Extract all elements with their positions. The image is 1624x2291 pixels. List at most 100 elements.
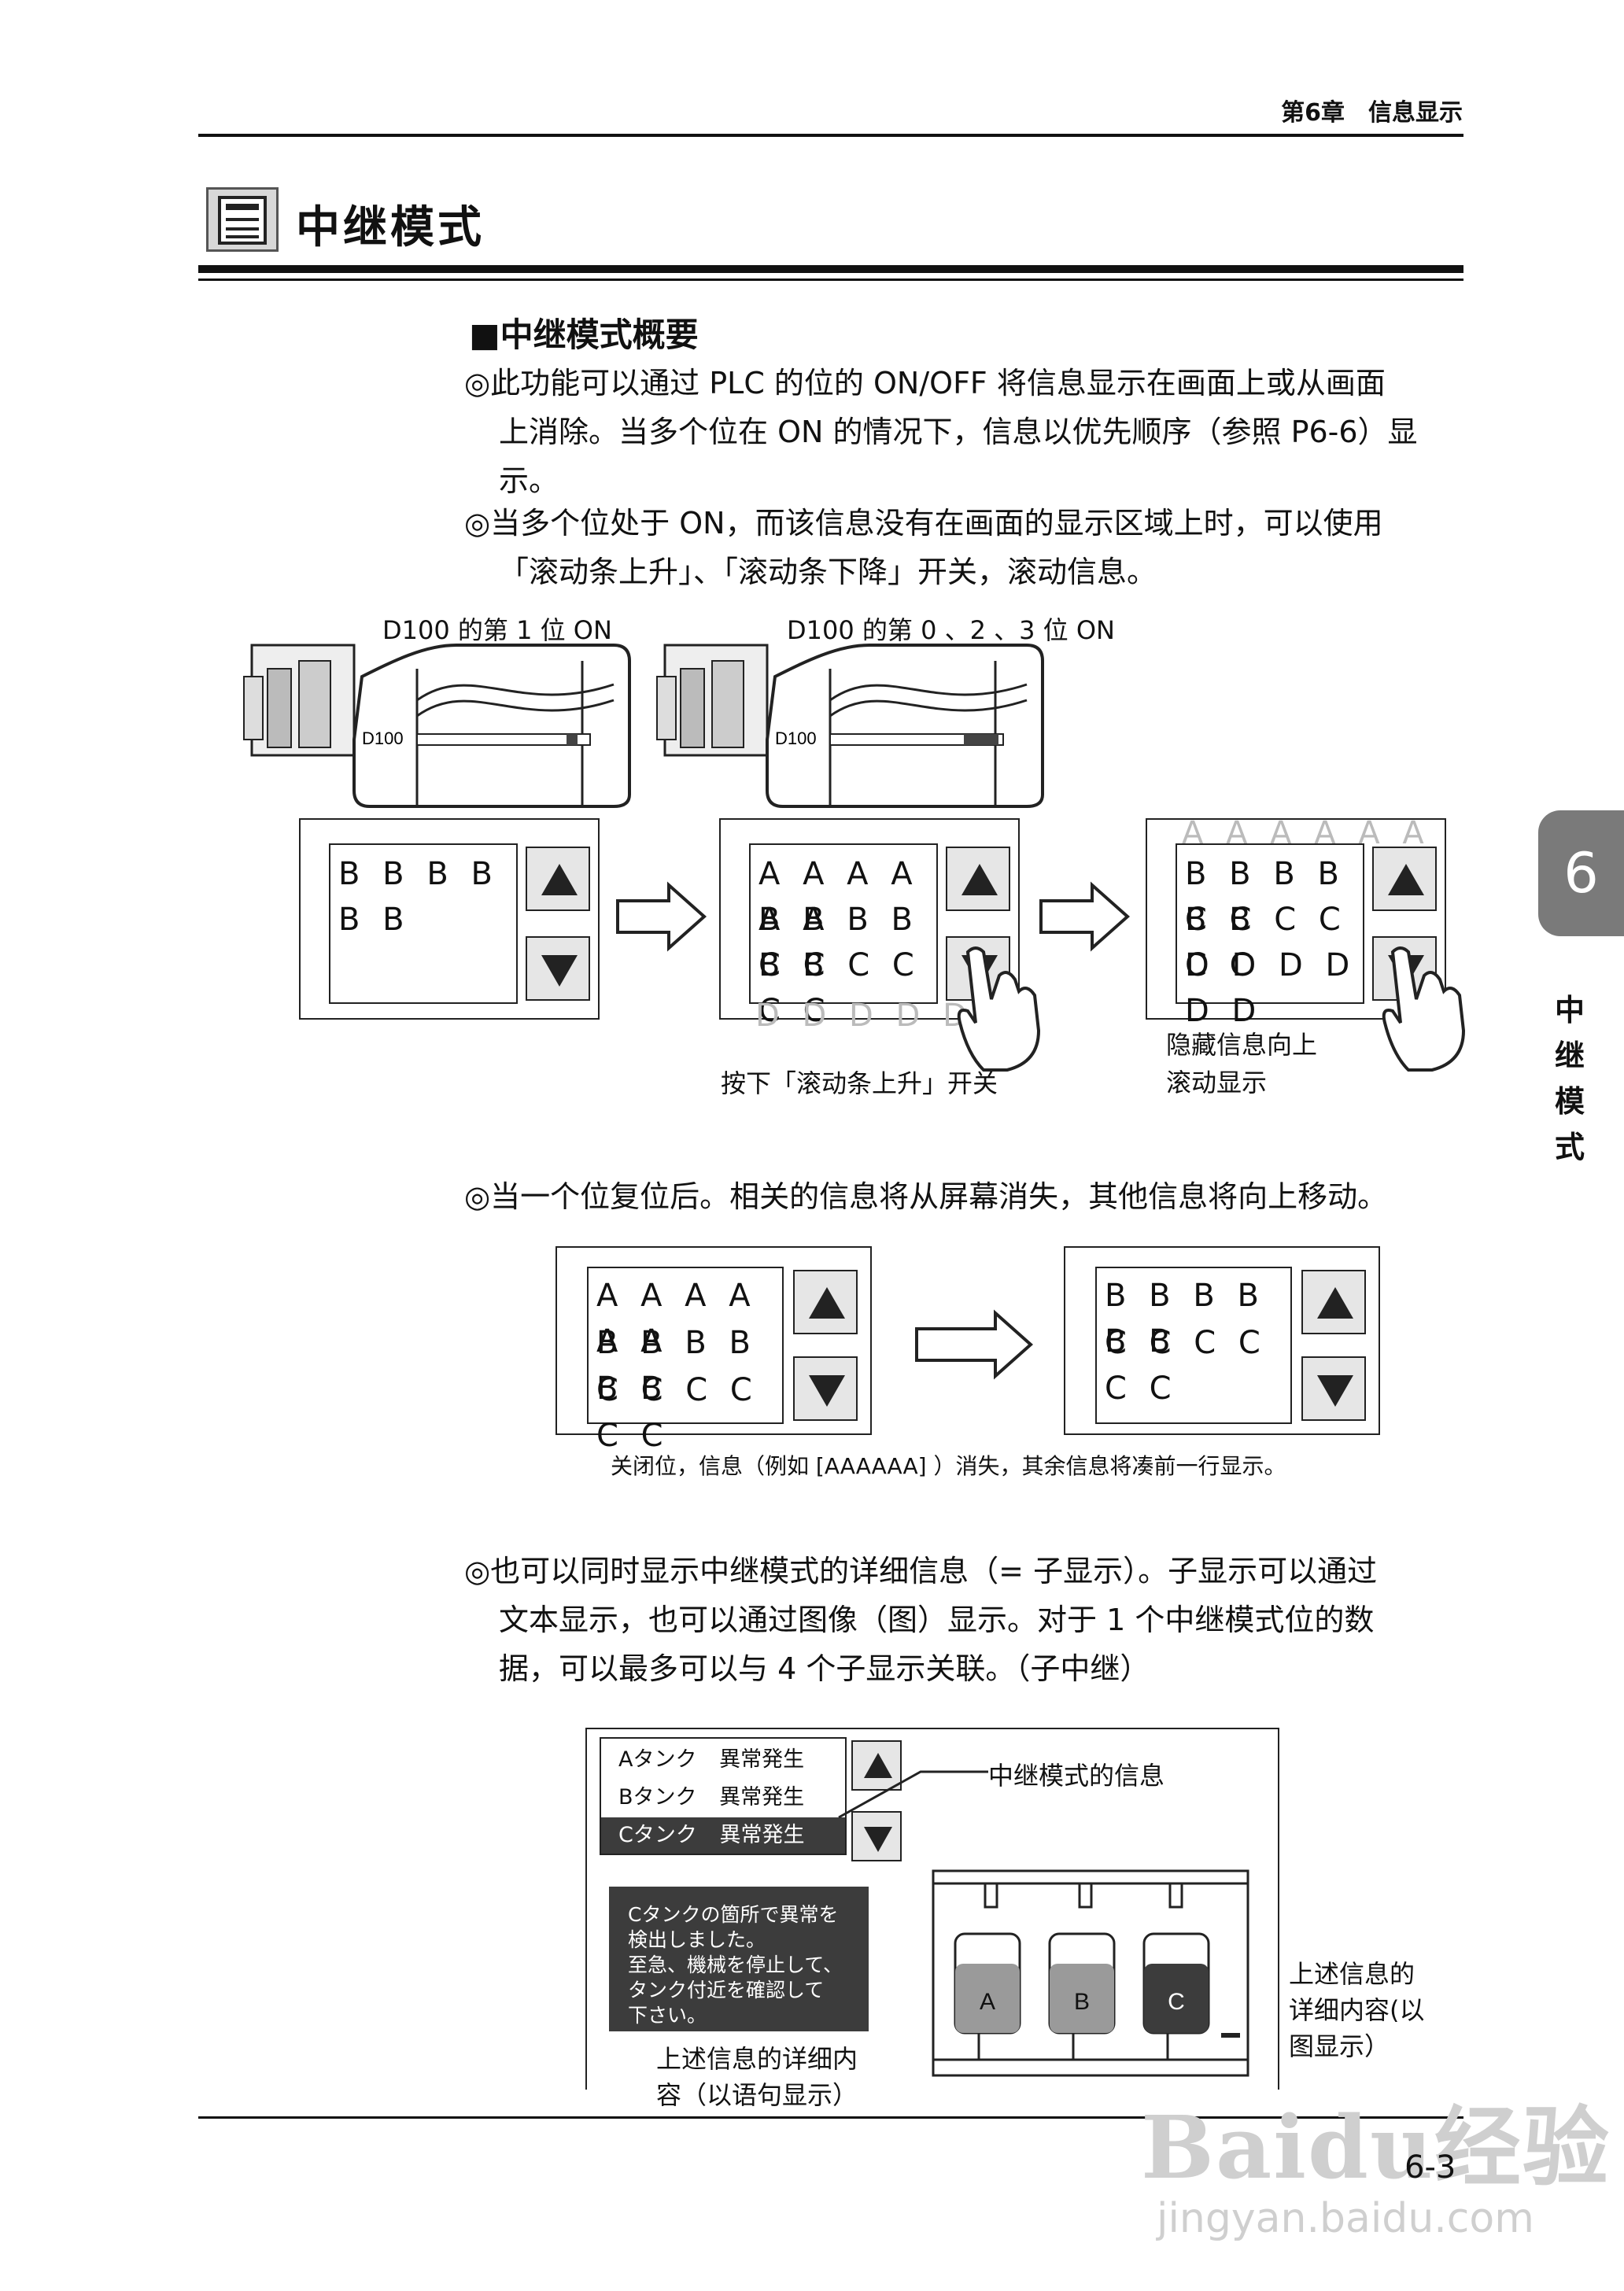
message-line: D D D D D D	[1185, 947, 1356, 1029]
tank-status: 異常発生	[719, 1747, 805, 1772]
tank-name: Cタンク	[618, 1823, 697, 1847]
tank-label: B	[1074, 1989, 1090, 2015]
screen-middle: A A A A A A B B B B B B C C C C C C	[719, 818, 1020, 1029]
tab-char: 继	[1554, 1039, 1585, 1073]
tank-name: Bタンク	[618, 1785, 697, 1810]
callout-image-detail: 上述信息的 详细内容(以 图显示）	[1289, 1956, 1425, 2064]
register-label-left: D100	[362, 729, 404, 748]
caption-press-scroll: 按下「滚动条上升」开关	[721, 1068, 998, 1098]
message-line: C C C C C C	[758, 947, 921, 1029]
tab-char: 模	[1554, 1084, 1585, 1119]
page-title: 中继模式	[296, 202, 485, 253]
paragraph-line: 上消除。当多个位在 ON 的情况下，信息以优先顺序（参照 P6-6）显	[499, 415, 1418, 449]
message-line: C C C C C C	[1185, 902, 1347, 983]
list-item[interactable]: Aタンク 異常発生	[601, 1742, 862, 1778]
paragraph-2: ◎当多个位处于 ON，而该信息没有在画面的显示区域上时，可以使用 「滚动条上升」…	[464, 499, 1383, 596]
detail-line: 下さい。	[628, 2004, 707, 2027]
scroll-up-button[interactable]	[946, 847, 1010, 911]
paragraph-3: ◎当一个位复位后。相关的信息将从屏幕消失，其他信息将向上移动。	[464, 1179, 1388, 1214]
callout-line: 上述信息的详细内	[656, 2044, 858, 2074]
figure2-caption: 关闭位，信息（例如 [AAAAAA] ）消失，其余信息将凑前一行显示。	[611, 1453, 1286, 1479]
section-heading: ■中继模式概要	[469, 315, 699, 354]
relay-mode-icon	[206, 187, 279, 252]
scroll-down-button[interactable]	[851, 1811, 902, 1861]
hand-pointer-icon	[957, 946, 1041, 1072]
message-window: B B B B B B C C C C C C D D D D D D	[1176, 843, 1364, 1029]
screen-bit-on: A A A A A A B B B B B B C C C C C C	[555, 1246, 872, 1454]
caption-line: 滚动显示	[1166, 1068, 1268, 1098]
message-line: B B B B B B	[1185, 856, 1345, 938]
screen-bit-off: B B B B B B C C C C C C	[1064, 1246, 1380, 1435]
callout-line-message	[838, 1770, 988, 1819]
tank-alarm-screen: Aタンク 異常発生 Bタンク 異常発生 Cタンク 異常発生 Cタンクの箇所で異常…	[585, 1728, 1279, 2090]
detail-line: タンク付近を確認して	[628, 1979, 825, 2001]
title-rule	[198, 265, 1463, 273]
paragraph-line: ◎此功能可以通过 PLC 的位的 ON/OFF 将信息显示在画面上或从画面	[464, 366, 1386, 400]
alarm-message-list: Aタンク 異常発生 Bタンク 異常発生 Cタンク 異常発生	[600, 1737, 847, 1855]
scroll-down-button[interactable]	[526, 936, 590, 1001]
callout-line: 容（以语句显示）	[656, 2080, 858, 2110]
caption-line: 隐藏信息向上	[1166, 1030, 1318, 1060]
message-window: A A A A A A B B B B B B C C C C C C	[587, 1267, 784, 1454]
scrolled-out-message-line: A A A A A A	[1182, 815, 1430, 851]
callout-line: 详细内容(以	[1289, 1995, 1425, 2025]
message-line: B B B B B B	[758, 902, 919, 983]
tank-status: 異常発生	[719, 1785, 805, 1810]
callout-line: 上述信息的	[1289, 1959, 1415, 1989]
paragraph-line: 据，可以最多可以与 4 个子显示关联。（子中继）	[499, 1651, 1150, 1686]
detail-text-display: Cタンクの箇所で異常を 検出しました。 至急、機械を停止して、 タンク付近を確認…	[609, 1887, 869, 2031]
footer-rule	[198, 2116, 1463, 2119]
tank-name: Aタンク	[618, 1747, 697, 1772]
watermark-logo: Baidu经验	[1141, 2097, 1611, 2198]
scroll-down-button[interactable]	[1301, 1356, 1366, 1421]
tank-c-icon	[1142, 1932, 1210, 2035]
callout-text-detail: 上述信息的详细内 容（以语句显示）	[656, 2041, 858, 2113]
chapter-tab-label: 中 继 模 式	[1554, 987, 1585, 1170]
list-item-selected[interactable]: Cタンク 異常発生	[601, 1817, 845, 1854]
tank-label: C	[1168, 1989, 1185, 2015]
scroll-up-button[interactable]	[526, 847, 590, 911]
scroll-up-button[interactable]	[1372, 847, 1437, 911]
chapter-header: 第6章 信息显示	[1281, 99, 1463, 127]
message-line: C C C C C C	[1105, 1325, 1267, 1407]
callout-line: 图显示）	[1289, 2031, 1390, 2061]
scroll-up-button[interactable]	[1301, 1270, 1366, 1334]
figure1-label-right: D100 的第 0 、2 、3 位 ON	[787, 615, 1115, 645]
list-item[interactable]: Bタンク 異常発生	[601, 1780, 862, 1816]
plc-diagram: D100 D100	[243, 644, 1044, 808]
paragraph-line: 文本显示，也可以通过图像（图）显示。对于 1 个中继模式位的数	[499, 1603, 1375, 1637]
tab-char: 中	[1554, 993, 1585, 1027]
paragraph-line: ◎也可以同时显示中继模式的详细信息（= 子显示）。子显示可以通过	[464, 1554, 1378, 1588]
plc-right-icon	[656, 644, 769, 757]
tank-a-icon	[954, 1932, 1021, 2035]
message-line: B B B B B B	[1105, 1278, 1265, 1359]
arrow-right-icon	[915, 1309, 1034, 1380]
scroll-down-button[interactable]	[793, 1356, 858, 1421]
hand-pointer-icon	[1382, 946, 1466, 1072]
message-window: B B B B B B	[329, 843, 518, 1004]
message-window: B B B B B B C C C C C C	[1095, 1267, 1292, 1424]
arrow-right-icon	[1039, 881, 1131, 952]
callout-relay-message: 中继模式的信息	[988, 1761, 1165, 1791]
register-label-right: D100	[775, 729, 817, 748]
message-line: A A A A A A	[758, 856, 919, 938]
page-number: 6-3	[1404, 2149, 1456, 2186]
watermark-url: jingyan.baidu.com	[1157, 2195, 1534, 2242]
message-window: A A A A A A B B B B B B C C C C C C	[749, 843, 938, 1029]
message-line: B B B B B B	[338, 856, 499, 938]
tank-b-icon	[1048, 1932, 1116, 2035]
title-rule-thin	[198, 279, 1463, 281]
message-line: C C C C C C	[596, 1372, 758, 1454]
detail-line: 至急、機械を停止して、	[628, 1953, 843, 1976]
scroll-up-button[interactable]	[851, 1740, 902, 1791]
scroll-up-button[interactable]	[793, 1270, 858, 1334]
chapter-tab[interactable]: 6	[1538, 810, 1624, 936]
paragraph-line: 示。	[499, 463, 559, 498]
tank-status: 異常発生	[719, 1823, 805, 1847]
tank-image-display: A B C	[932, 1869, 1249, 2077]
plc-left-icon	[243, 644, 356, 757]
message-line: B B B B B B	[596, 1325, 757, 1407]
detail-line: 検出しました。	[628, 1928, 766, 1951]
arrow-right-icon	[616, 881, 707, 952]
paragraph-line: 「滚动条上升」、「滚动条下降」开关，滚动信息。	[499, 555, 1157, 589]
